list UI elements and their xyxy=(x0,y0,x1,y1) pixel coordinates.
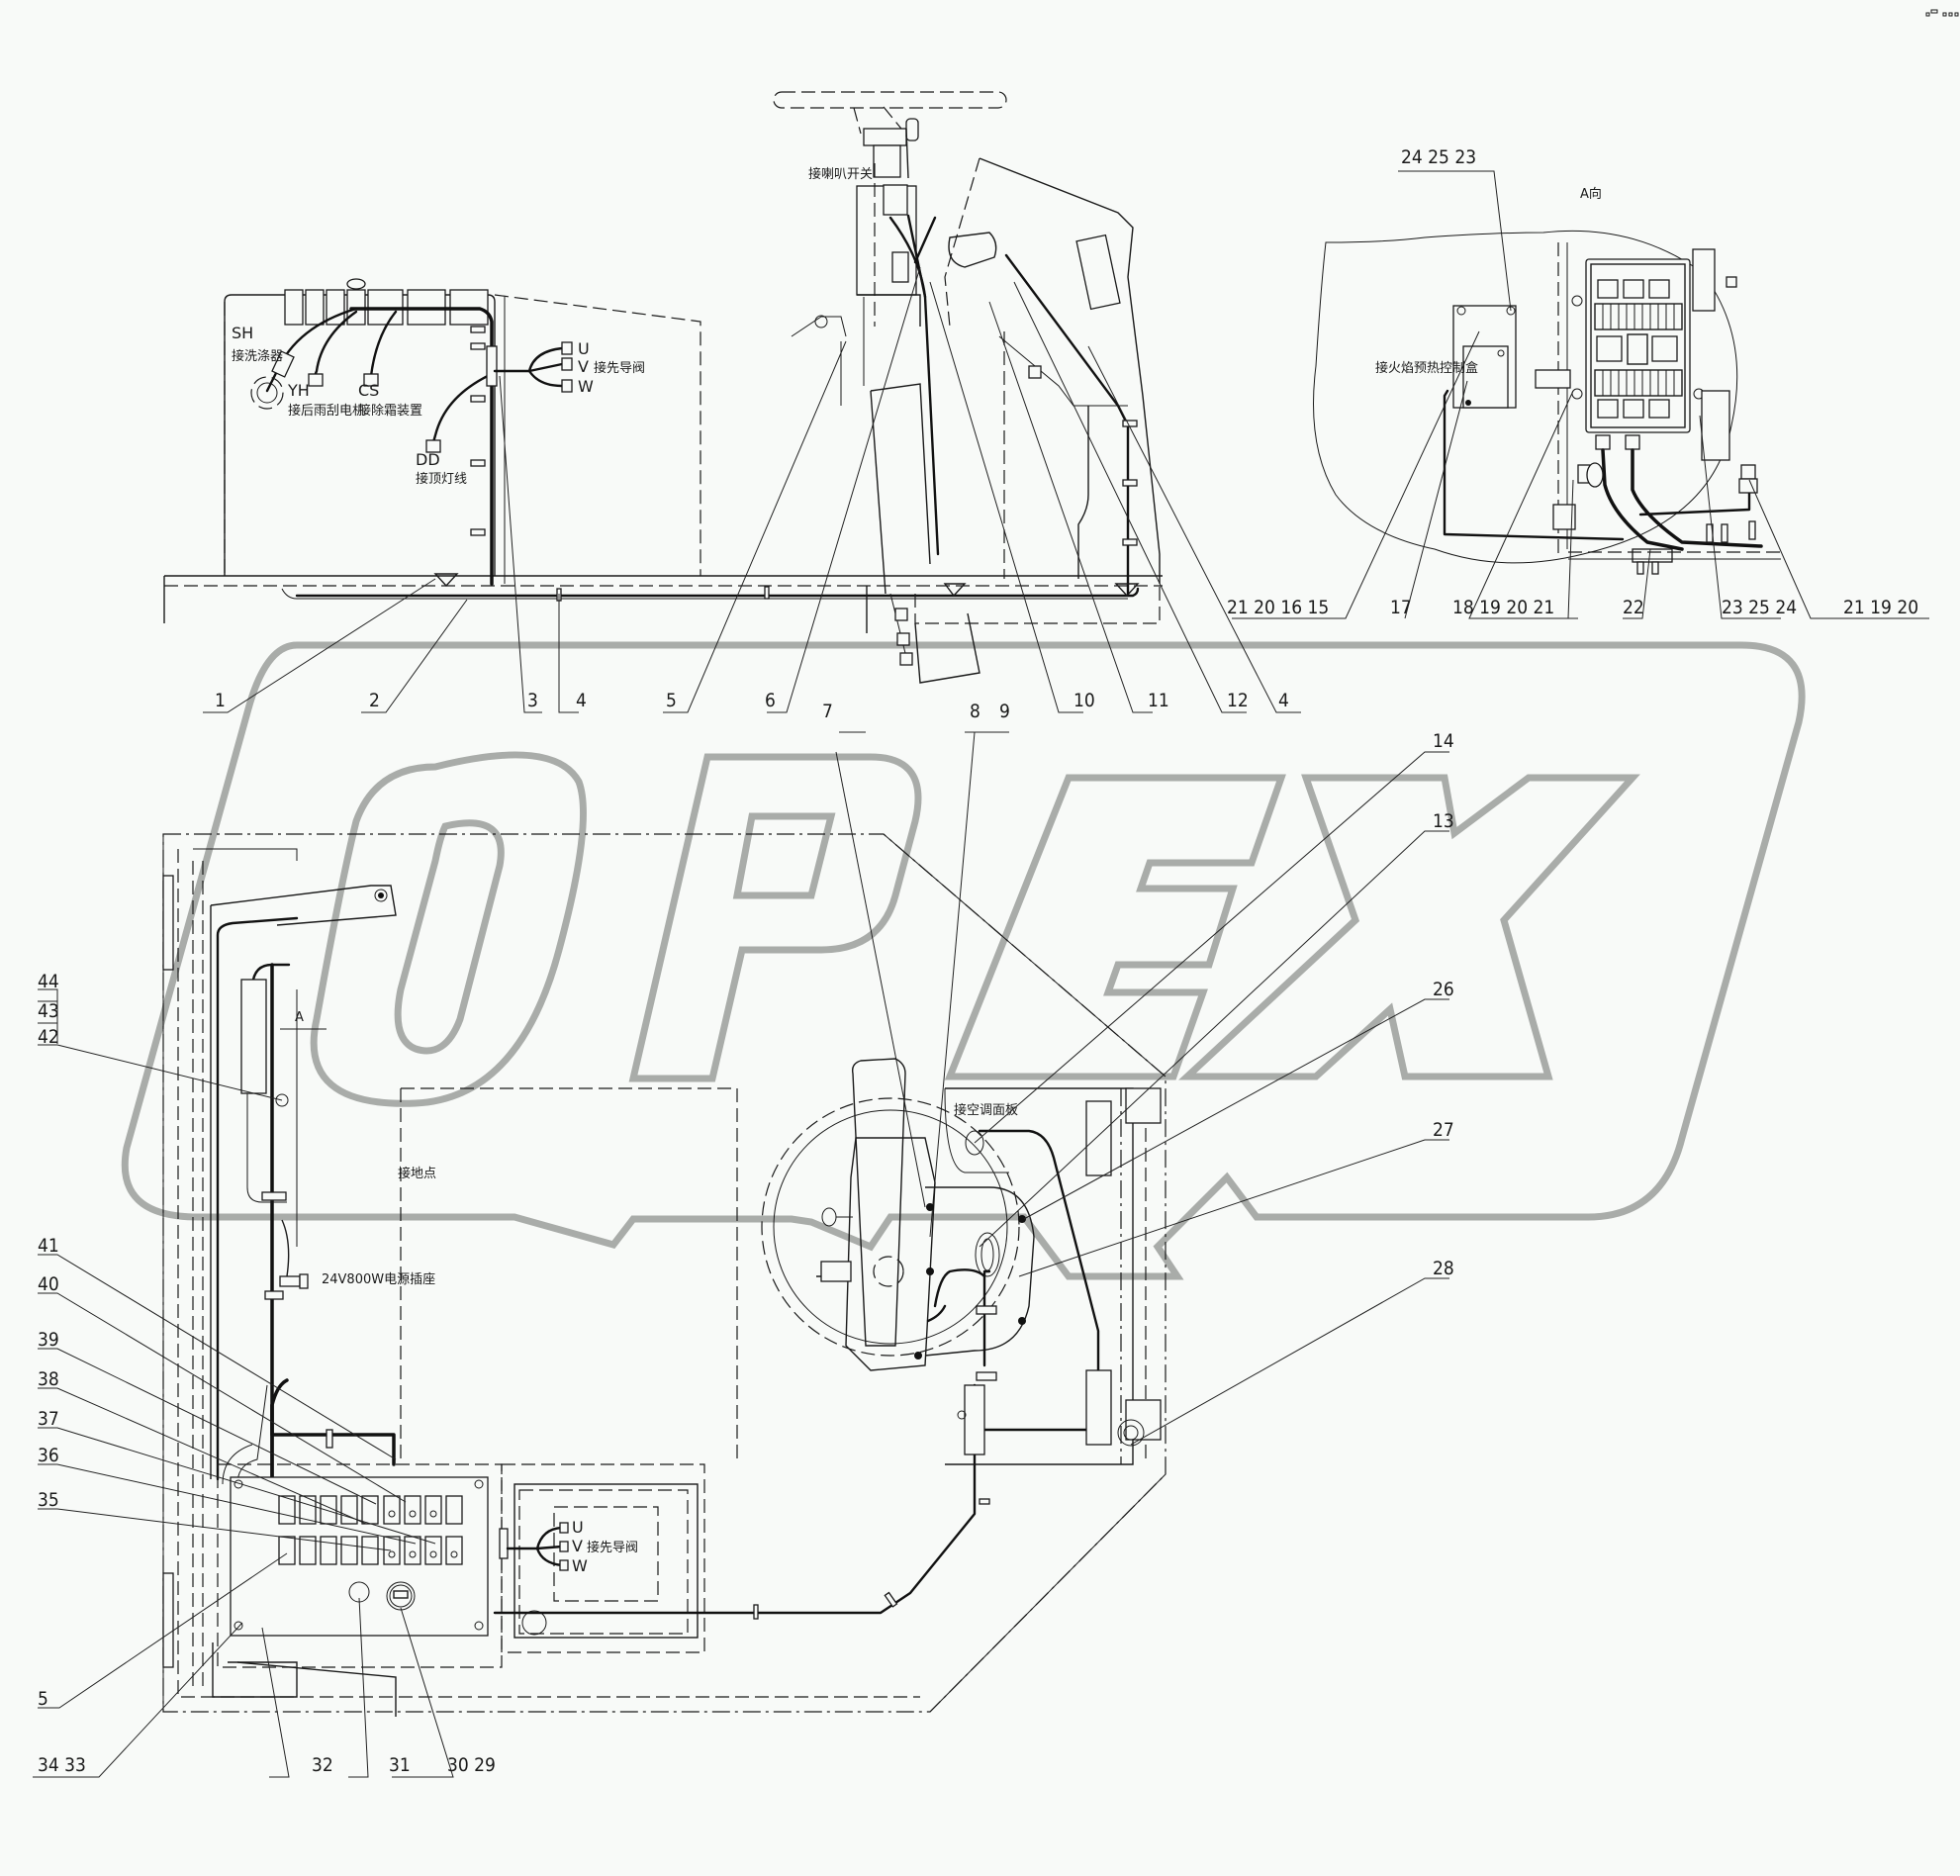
callout-5: 5 xyxy=(666,690,677,711)
callout-4b: 4 xyxy=(1278,690,1289,711)
callout-11: 11 xyxy=(1148,690,1169,711)
yh-label: 接后雨刮电机 xyxy=(288,403,365,419)
top-annotations: SH 接洗涤器 YH 接后雨刮电机 CS 接除霜装置 DD 接顶灯线 U V W… xyxy=(232,166,873,487)
callout-35: 35 xyxy=(38,1489,59,1511)
callout-12: 12 xyxy=(1227,690,1249,711)
fuse-row-1 xyxy=(1594,303,1683,330)
callout-24-25-23-top: 24 25 23 xyxy=(1401,146,1476,168)
preheat-box-label: 接火焰预热控制盒 xyxy=(1375,360,1478,376)
callout-6: 6 xyxy=(765,690,776,711)
callout-13: 13 xyxy=(1433,810,1454,832)
callout-41: 41 xyxy=(38,1235,59,1257)
callout-2: 2 xyxy=(369,690,380,711)
ac-panel-label: 接空调面板 xyxy=(954,1102,1018,1118)
callout-43: 43 xyxy=(38,1000,59,1022)
callout-group-23-25-24: 23 25 24 xyxy=(1722,597,1797,618)
dd-code: DD xyxy=(416,450,440,469)
relays-bottom xyxy=(1597,399,1670,419)
roof-connectors xyxy=(284,278,489,326)
callout-27: 27 xyxy=(1433,1119,1454,1141)
plan-right-callouts: 14 13 26 27 28 xyxy=(974,730,1454,1446)
callout-32: 32 xyxy=(312,1754,333,1776)
dd-label: 接顶灯线 xyxy=(416,471,467,487)
sh-label: 接洗涤器 xyxy=(232,348,283,364)
pilot-valve-label: 接先导阀 xyxy=(594,360,645,376)
callout-14: 14 xyxy=(1433,730,1454,752)
plan-left-callouts: 44 43 42 41 40 39 38 37 36 35 5 xyxy=(38,971,436,1710)
callout-22: 22 xyxy=(1623,597,1644,618)
callout-group-21-20-16-15: 21 20 16 15 xyxy=(1227,597,1329,618)
callout-5b: 5 xyxy=(38,1688,48,1710)
fuse-row-2 xyxy=(1594,369,1683,397)
callout-17: 17 xyxy=(1390,597,1412,618)
callout-34-33: 34 33 xyxy=(38,1754,86,1776)
callout-7: 7 xyxy=(822,701,833,722)
callout-10: 10 xyxy=(1073,690,1095,711)
corner-mark xyxy=(1925,9,1959,17)
callout-1: 1 xyxy=(215,690,226,711)
callout-37: 37 xyxy=(38,1408,59,1430)
plan-v-label: V xyxy=(572,1537,583,1555)
plan-u-label: U xyxy=(572,1518,584,1537)
callout-9: 9 xyxy=(999,701,1010,722)
callout-36: 36 xyxy=(38,1445,59,1466)
callout-group-18-19-20-21: 18 19 20 21 xyxy=(1452,597,1554,618)
plan-annotations: A 接地点 24V800W电源插座 接空调面板 U V W 接先导阀 xyxy=(295,1010,1018,1575)
power-socket-label: 24V800W电源插座 xyxy=(322,1272,435,1287)
callout-30-29: 30 29 xyxy=(447,1754,496,1776)
callout-40: 40 xyxy=(38,1273,59,1295)
callout-42: 42 xyxy=(38,1026,59,1048)
callout-4: 4 xyxy=(576,690,587,711)
sh-code: SH xyxy=(232,324,253,342)
top-side-view xyxy=(163,91,1163,684)
section-a-mark: A xyxy=(295,1010,304,1025)
horn-switch-label: 接喇叭开关 xyxy=(808,166,873,182)
plan-pilot-valve-label: 接先导阀 xyxy=(587,1540,638,1555)
cs-code: CS xyxy=(358,381,379,400)
opex-watermark xyxy=(121,641,1806,1280)
yh-code: YH xyxy=(287,381,310,400)
w-label: W xyxy=(578,377,594,396)
cs-label: 接除霜装置 xyxy=(358,403,422,419)
detail-view-a: A向 接火焰预热控制盒 24 25 23 21 20 16 15 17 18 1… xyxy=(1227,146,1929,619)
callout-44: 44 xyxy=(38,971,59,992)
callout-group-21-19-20: 21 19 20 xyxy=(1843,597,1918,618)
v-label: V xyxy=(578,357,589,376)
plan-w-label: W xyxy=(572,1556,588,1575)
callout-8: 8 xyxy=(970,701,980,722)
view-a-title: A向 xyxy=(1580,186,1602,202)
callout-28: 28 xyxy=(1433,1258,1454,1279)
plan-bottom-callouts: 34 33 32 31 30 29 xyxy=(33,1597,496,1778)
callout-31: 31 xyxy=(389,1754,411,1776)
u-label: U xyxy=(578,339,590,358)
callout-3: 3 xyxy=(527,690,538,711)
relays-top xyxy=(1597,279,1670,299)
plan-view xyxy=(162,833,1167,1717)
callout-39: 39 xyxy=(38,1329,59,1351)
top-callouts: 1 2 3 4 5 6 7 8 9 10 11 12 4 xyxy=(203,266,1301,1238)
callout-26: 26 xyxy=(1433,979,1454,1000)
callout-38: 38 xyxy=(38,1368,59,1390)
ground-point-label: 接地点 xyxy=(398,1166,436,1181)
